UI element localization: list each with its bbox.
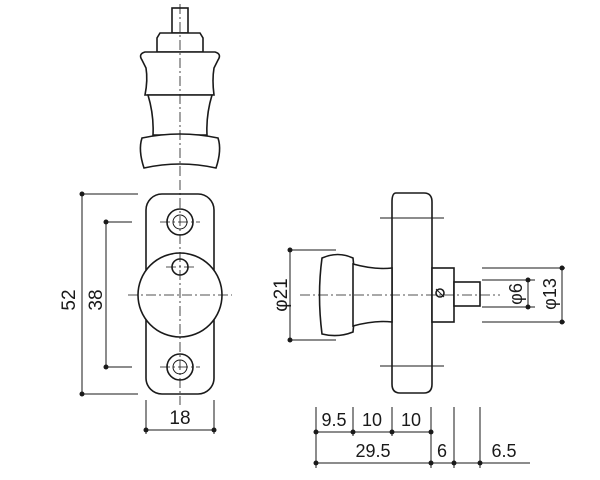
dim-10b-label: 10: [401, 410, 421, 430]
dim-18: 18: [143, 400, 217, 434]
dim-phi21: φ21: [271, 247, 336, 343]
side-flange: [391, 192, 433, 394]
dim-phi6-label: φ6: [506, 283, 526, 305]
dim-18-label: 18: [169, 408, 190, 429]
dim-6-label: 6: [437, 441, 447, 461]
dim-52-label: 52: [59, 289, 80, 310]
dim-29-5-label: 29.5: [355, 441, 390, 461]
side-view: [300, 192, 500, 394]
top-body: [139, 51, 221, 96]
dim-9-5-label: 9.5: [321, 410, 346, 430]
top-view: [139, 4, 221, 178]
dim-6-5-label: 6.5: [491, 441, 516, 461]
side-shaft: [453, 281, 481, 307]
dim-38-label: 38: [86, 289, 107, 310]
dim-phi6-phi13: φ6 φ13: [482, 265, 565, 325]
dim-52: 52: [59, 191, 138, 397]
dim-10a-label: 10: [362, 410, 382, 430]
front-view: [128, 180, 232, 405]
dim-38: 38: [86, 219, 132, 370]
dim-bottom-chain: 9.5 10 10 29.5 6 6.5: [313, 407, 530, 468]
dim-phi21-label: φ21: [271, 278, 292, 311]
dim-phi13-label: φ13: [540, 278, 560, 310]
